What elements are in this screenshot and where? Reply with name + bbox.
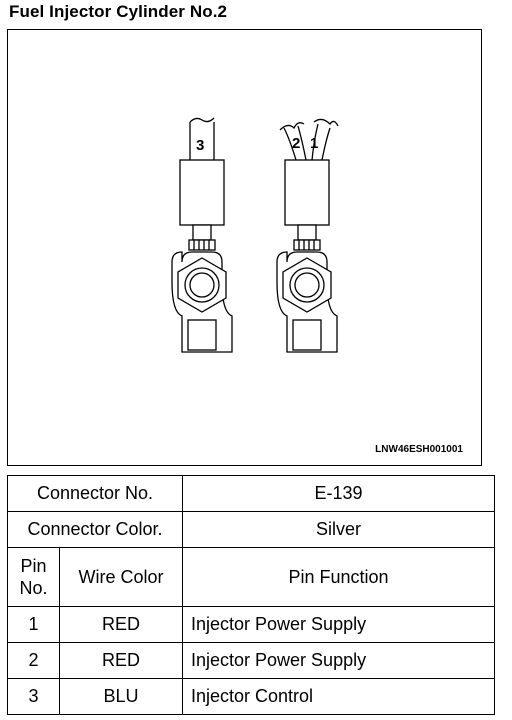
connector-no-value: E-139 bbox=[182, 475, 495, 512]
pin-cell: 1 bbox=[7, 606, 60, 643]
pin-cell: 3 bbox=[7, 678, 60, 715]
pin-function-cell: Injector Control bbox=[182, 678, 495, 715]
figure-code: LNW46ESH001001 bbox=[375, 444, 463, 455]
wire-label-3: 3 bbox=[196, 137, 204, 154]
pin-function-cell: Injector Power Supply bbox=[182, 606, 495, 643]
wire-color-header: Wire Color bbox=[59, 547, 183, 607]
wire-color-cell: RED bbox=[59, 606, 183, 643]
header-row: Pin No. Wire Color Pin Function bbox=[7, 547, 495, 607]
table-row: 1 RED Injector Power Supply bbox=[7, 606, 495, 643]
connector-drawing: 3 2 1 bbox=[171, 117, 339, 353]
connector-color-label: Connector Color. bbox=[7, 511, 183, 548]
connector-table: Connector No. E-139 Connector Color. Sil… bbox=[7, 475, 495, 715]
pin-no-header-line1: Pin bbox=[20, 556, 47, 576]
wire-color-cell: BLU bbox=[59, 678, 183, 715]
page-title: Fuel Injector Cylinder No.2 bbox=[9, 2, 228, 21]
connector-figure: 3 2 1 LNW46ESH001001 bbox=[7, 29, 482, 466]
wire-color-cell: RED bbox=[59, 642, 183, 679]
pin-cell: 2 bbox=[7, 642, 60, 679]
table-row: 3 BLU Injector Control bbox=[7, 678, 495, 715]
wire-label-2: 2 bbox=[292, 135, 300, 152]
pin-function-cell: Injector Power Supply bbox=[182, 642, 495, 679]
right-connector-drawing bbox=[276, 118, 339, 353]
pin-function-header: Pin Function bbox=[182, 547, 495, 607]
table-row: 2 RED Injector Power Supply bbox=[7, 642, 495, 679]
connector-color-row: Connector Color. Silver bbox=[7, 511, 495, 548]
connector-no-row: Connector No. E-139 bbox=[7, 475, 495, 512]
pin-no-header: Pin No. bbox=[7, 547, 60, 607]
connector-no-label: Connector No. bbox=[7, 475, 183, 512]
wire-label-1: 1 bbox=[310, 135, 318, 152]
connector-color-value: Silver bbox=[182, 511, 495, 548]
left-connector-drawing bbox=[171, 117, 233, 353]
pin-no-header-line2: No. bbox=[19, 578, 48, 598]
